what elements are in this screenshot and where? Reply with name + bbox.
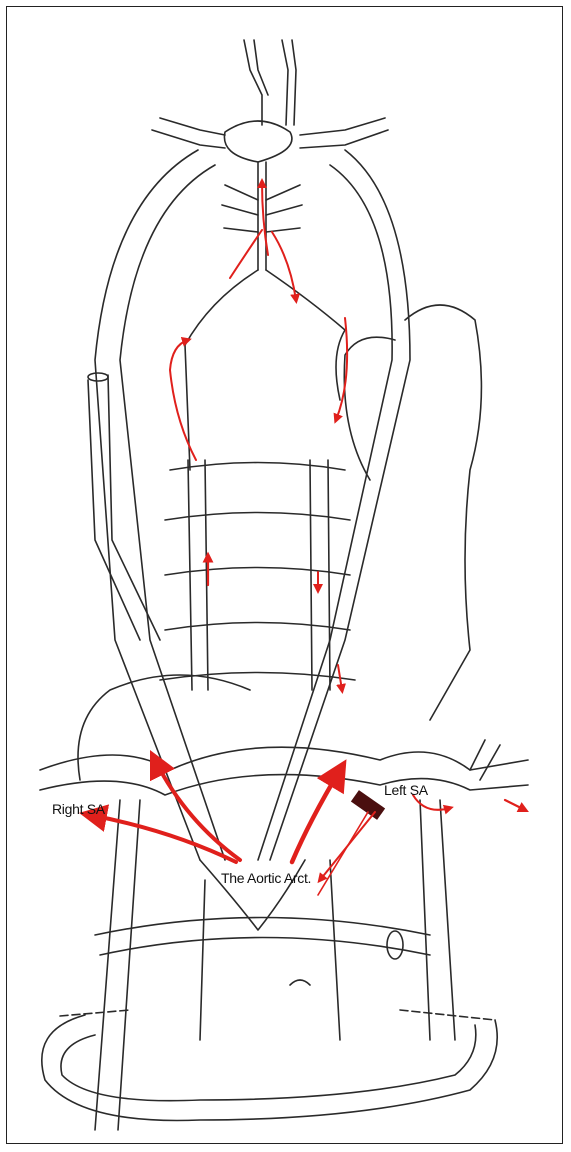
label-aortic-arch: The Aortic Arct. [221, 870, 311, 886]
vessels [40, 40, 528, 1130]
occlusion-block [351, 790, 385, 820]
flow-arrows [90, 182, 525, 895]
label-right-sa: Right SA [52, 801, 105, 817]
label-left-sa: Left SA [384, 782, 428, 798]
flow-arrow-aorta-to-left-cca [292, 770, 340, 862]
flow-arrow-basilar-up [262, 182, 268, 255]
flow-arrow-left-sa-up [318, 812, 368, 895]
flow-arrow-left-sa-far [505, 800, 525, 810]
flow-arrow-basilar-right [272, 232, 296, 300]
flow-arrow-right-vertebral-up [170, 340, 196, 460]
